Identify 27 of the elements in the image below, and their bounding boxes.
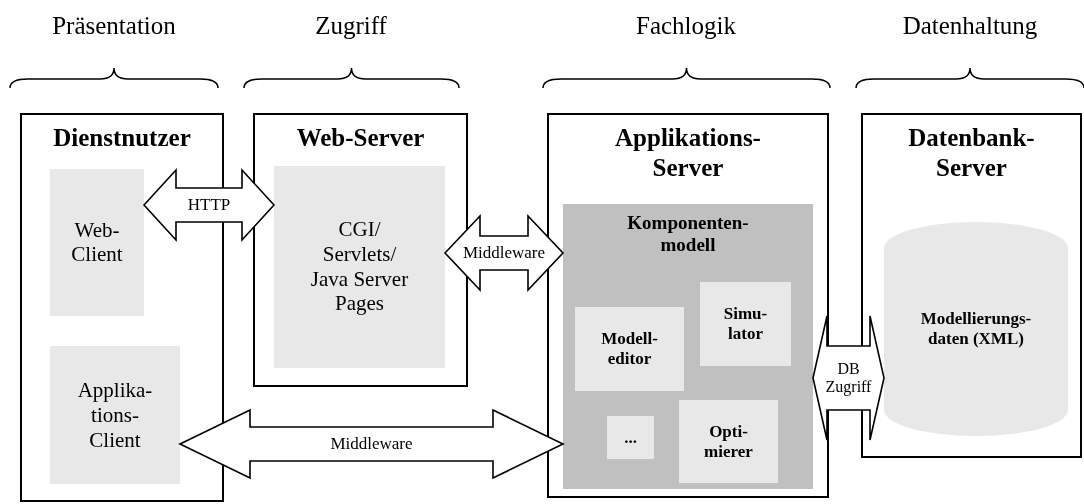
server-title: Applikations- Server (614, 123, 762, 182)
component-label: Modell- editor (600, 328, 659, 370)
double-block-arrow (178, 408, 565, 480)
component-label: Applika- tions- Client (76, 377, 154, 453)
component-label: CGI/ Servlets/ Java Server Pages (309, 217, 410, 317)
component-label: Modellierungs- daten (XML) (919, 308, 1033, 350)
server-title: Dienstnutzer (52, 123, 192, 153)
server-title: Web-Server (295, 123, 426, 153)
component-label: Opti- mierer (703, 421, 754, 462)
component-box (50, 169, 144, 316)
component-box (700, 282, 791, 366)
component-label: Simu- lator (722, 303, 769, 345)
layer-heading: Zugriff (315, 12, 387, 40)
server-title: Datenbank- Server (907, 123, 1036, 182)
database-cylinder (884, 222, 1068, 436)
component-box (274, 166, 445, 368)
component-label: ... (623, 427, 638, 448)
panel-title: Komponenten- modell (626, 212, 750, 257)
component-label: Web- Client (70, 217, 124, 268)
component-box (679, 400, 778, 483)
component-box (575, 307, 684, 391)
layer-heading: Datenhaltung (902, 12, 1038, 40)
component-box (607, 416, 654, 459)
component-box (50, 346, 180, 484)
layer-heading: Präsentation (52, 12, 176, 40)
layer-heading: Fachlogik (636, 12, 736, 40)
component-panel (563, 204, 813, 489)
